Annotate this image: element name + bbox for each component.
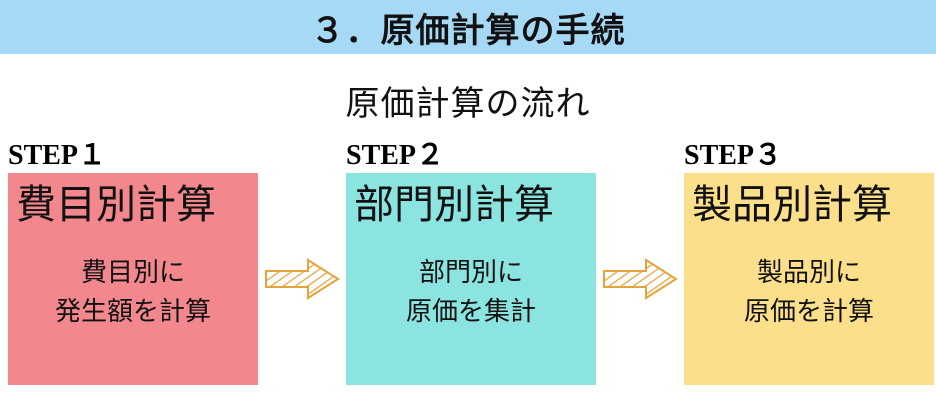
step-1-desc-line1: 費目別に [80, 257, 185, 287]
step-1-heading: 費目別計算 [16, 183, 216, 227]
step-2-heading: 部門別計算 [354, 183, 554, 227]
step-3-desc-line1: 製品別に [756, 257, 861, 287]
step-2-label: STEP２ [346, 140, 445, 171]
step-1-box: 費目別計算 費目別に 発生額を計算 [8, 173, 258, 385]
arrow-1-container [258, 139, 346, 385]
step-2-desc-line2: 原価を集計 [405, 296, 536, 326]
step-1-label: STEP１ [8, 140, 107, 171]
flow-diagram: STEP１ 費目別計算 費目別に 発生額を計算 STEP２ [0, 139, 936, 385]
step-3: STEP３ 製品別計算 製品別に 原価を計算 [684, 139, 934, 385]
step-2-box: 部門別計算 部門別に 原価を集計 [346, 173, 596, 385]
page-title: ３．原価計算の手続 [310, 11, 626, 50]
striped-right-arrow-icon [264, 256, 340, 302]
step-3-heading: 製品別計算 [692, 183, 892, 227]
title-banner: ３．原価計算の手続 [0, 0, 936, 54]
subtitle: 原価計算の流れ [345, 85, 591, 123]
step-2-desc-line1: 部門別に [418, 257, 523, 287]
step-3-desc-line2: 原価を計算 [743, 296, 874, 326]
step-1-desc-line2: 発生額を計算 [54, 296, 211, 326]
step-3-label: STEP３ [684, 140, 783, 171]
step-2-description: 部門別に 原価を集計 [354, 253, 588, 331]
striped-right-arrow-icon [602, 256, 678, 302]
step-2: STEP２ 部門別計算 部門別に 原価を集計 [346, 139, 596, 385]
step-1-description: 費目別に 発生額を計算 [16, 253, 250, 331]
step-1: STEP１ 費目別計算 費目別に 発生額を計算 [8, 139, 258, 385]
step-3-box: 製品別計算 製品別に 原価を計算 [684, 173, 934, 385]
step-3-description: 製品別に 原価を計算 [692, 253, 926, 331]
arrow-2-container [596, 139, 684, 385]
